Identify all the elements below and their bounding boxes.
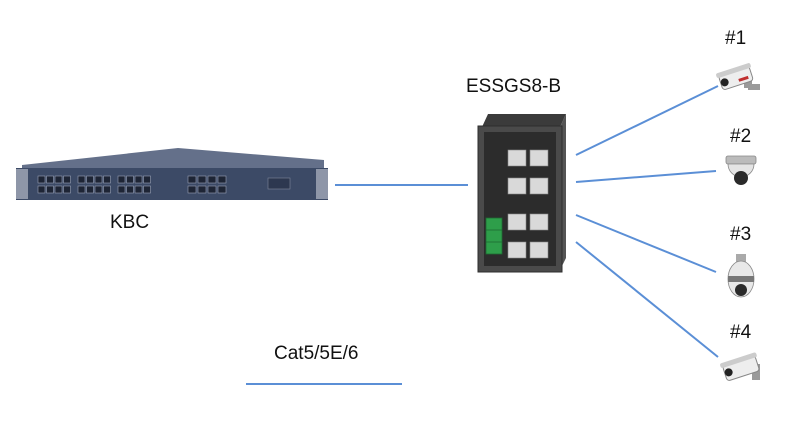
sfp-port <box>134 175 143 184</box>
ethernet-port <box>507 213 527 231</box>
camera-2-label: #2 <box>730 126 752 147</box>
sfp-port <box>86 175 94 184</box>
bullet-camera-icon <box>720 352 760 381</box>
rj45-uplink-port <box>197 175 207 184</box>
din-rail-switch-icon <box>477 114 566 273</box>
ethernet-port <box>529 213 549 231</box>
camera-3-label: #3 <box>730 224 752 245</box>
sfp-port <box>63 175 71 184</box>
sfp-port <box>46 185 54 194</box>
camera-4-label: #4 <box>730 322 752 343</box>
sfp-port <box>37 185 46 194</box>
sfp-port <box>54 175 63 184</box>
sfp-port <box>103 185 111 194</box>
sfp-port <box>117 175 126 184</box>
rj45-uplink-port <box>217 175 227 184</box>
rackmount-switch-icon <box>16 148 328 200</box>
rj45-uplink-port <box>217 185 227 194</box>
link-camera-4 <box>575 241 719 358</box>
link-camera-3 <box>575 214 717 273</box>
sfp-port <box>94 175 103 184</box>
rj45-uplink-port <box>197 185 207 194</box>
sfp-port <box>117 185 126 194</box>
rj45-uplink-port <box>207 175 217 184</box>
sfp-port <box>77 185 86 194</box>
camera-1-label: #1 <box>725 28 747 49</box>
ethernet-port <box>529 177 549 195</box>
ethernet-port <box>507 241 527 259</box>
sfp-port <box>126 175 134 184</box>
rj45-uplink-port <box>207 185 217 194</box>
bullet-camera-icon <box>716 63 760 90</box>
cable-type-label: Cat5/5E/6 <box>274 343 359 364</box>
core-switch-label: KBC <box>110 212 150 233</box>
rj45-uplink-port <box>187 185 197 194</box>
sfp-port <box>46 175 54 184</box>
rj45-uplink-port <box>187 175 197 184</box>
sfp-port <box>54 185 63 194</box>
sfp-port <box>37 175 46 184</box>
ptz-camera-icon <box>727 254 755 298</box>
ethernet-port <box>507 149 527 167</box>
ethernet-port <box>529 149 549 167</box>
ethernet-port <box>507 177 527 195</box>
sfp-port <box>63 185 71 194</box>
sfp-port <box>94 185 103 194</box>
ethernet-port <box>529 241 549 259</box>
sfp-port <box>86 185 94 194</box>
link-camera-2 <box>575 170 717 183</box>
sfp-port <box>143 175 151 184</box>
sfp-port <box>103 175 111 184</box>
link-camera-1 <box>575 85 719 156</box>
sfp-port <box>134 185 143 194</box>
edge-switch-label: ESSGS8-B <box>466 76 562 97</box>
sfp-port <box>77 175 86 184</box>
sfp-port <box>143 185 151 194</box>
sfp-port <box>126 185 134 194</box>
dome-camera-icon <box>725 155 757 185</box>
